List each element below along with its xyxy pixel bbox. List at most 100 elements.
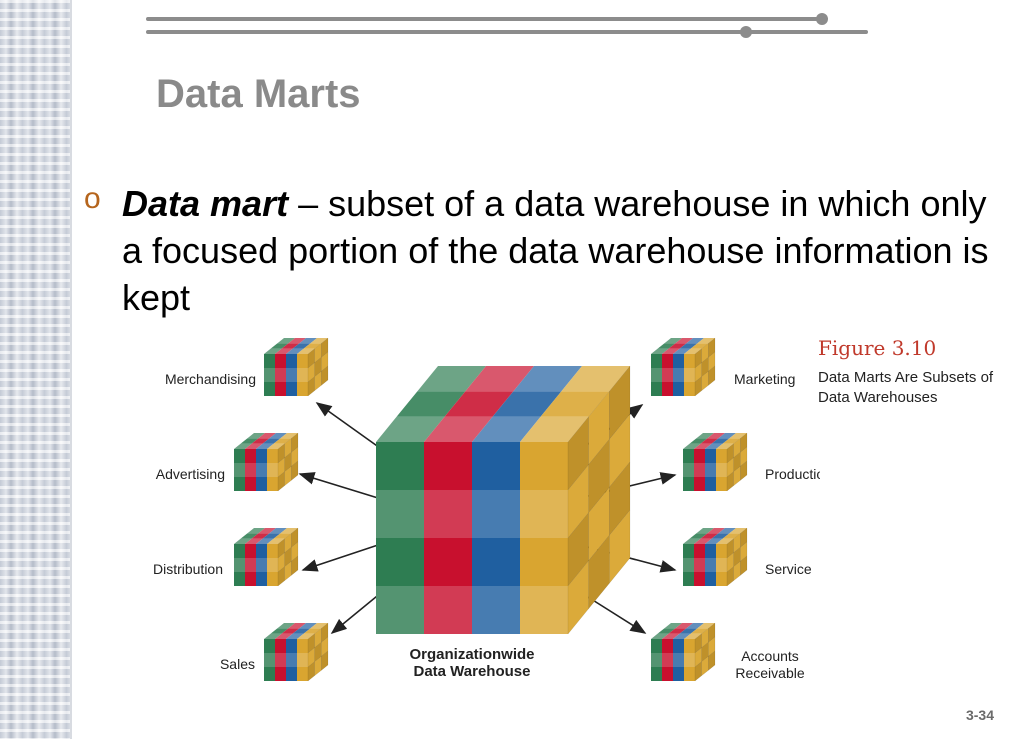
- mini-cube-sales-front-cell: [286, 667, 297, 681]
- mini-cube-merchandising-front-cell: [286, 382, 297, 396]
- mini-cube-accounts-receivable-top-cell: [679, 628, 698, 634]
- mini-cube-accounts-receivable: [651, 622, 716, 682]
- mini-cube-distribution-front-cell: [267, 558, 278, 572]
- mini-cube-distribution-front-cell: [245, 572, 256, 586]
- mini-cube-distribution-top-cell: [256, 538, 274, 544]
- mini-cube-advertising-front-cell: [267, 463, 278, 477]
- mart-label-right-3: Service: [765, 561, 812, 577]
- warehouse-label-line1: Organizationwide: [409, 646, 534, 663]
- mini-cube-advertising-front-cell: [267, 477, 278, 491]
- mini-cube-sales-front-cell: [297, 653, 308, 667]
- warehouse-cube-top-cell: [561, 366, 630, 392]
- warehouse-cube-front-cell: [472, 490, 520, 538]
- mini-cube-marketing-top-cell: [651, 348, 669, 354]
- mini-cube-merchandising: [264, 337, 329, 397]
- mini-cube-merchandising-front-cell: [286, 368, 297, 382]
- mini-cube-production-front-cell: [716, 463, 727, 477]
- mini-cube-accounts-receivable-front-cell: [662, 653, 673, 667]
- warehouse-cube-top-cell: [513, 366, 582, 392]
- mini-cube-distribution-front-cell: [256, 558, 267, 572]
- mini-cube-advertising-side-cell: [291, 460, 299, 481]
- mini-cube-distribution-top-cell: [240, 533, 259, 539]
- mini-cube-marketing-top-cell: [675, 338, 693, 344]
- mart-label-left-2: Advertising: [156, 466, 225, 482]
- mini-cube-distribution-front-cell: [245, 544, 256, 558]
- mini-cube-distribution-front-cell: [267, 544, 278, 558]
- warehouse-cube-front-cell: [520, 586, 568, 634]
- arrow-sales: [330, 591, 383, 635]
- mini-cube-marketing-top-cell: [679, 343, 698, 349]
- mini-cube-marketing-front-cell: [651, 382, 662, 396]
- mini-cube-service-top-cell: [722, 533, 741, 539]
- mini-cube-distribution-top-cell: [234, 538, 252, 544]
- mart-label-right-4a: Accounts: [741, 648, 799, 664]
- mini-cube-marketing-front-cell: [651, 368, 662, 382]
- warehouse-label-line2: Data Warehouse: [414, 663, 531, 680]
- mini-cube-production-top-cell: [711, 438, 730, 444]
- mini-cube-service-front-cell: [683, 544, 694, 558]
- mini-cube-service-front-cell: [716, 544, 727, 558]
- mini-cube-service-front-cell: [716, 572, 727, 586]
- mart-label-left-3: Distribution: [153, 561, 223, 577]
- mini-cube-production-front-cell: [705, 449, 716, 463]
- mini-cube-advertising-front-cell: [256, 477, 267, 491]
- mini-cube-sales-front-cell: [264, 639, 275, 653]
- arrow-advertising: [298, 472, 379, 499]
- mini-cube-production-top-cell: [722, 438, 741, 444]
- mini-cube-service-top-cell: [694, 538, 712, 544]
- mini-cube-accounts-receivable-top-cell: [662, 633, 680, 639]
- warehouse-cube-top-cell: [520, 416, 589, 442]
- mini-cube-production-top-cell: [718, 433, 736, 439]
- mini-cube-advertising-front-cell: [245, 463, 256, 477]
- mini-cube-advertising-top-cell: [273, 438, 292, 444]
- top-rule-upper: [146, 17, 826, 21]
- mini-cube-advertising-front-cell: [245, 477, 256, 491]
- mini-cube-advertising-top-cell: [262, 438, 281, 444]
- mini-cube-accounts-receivable-front-cell: [673, 667, 684, 681]
- mini-cube-production-front-cell: [716, 477, 727, 491]
- mini-cube-distribution-top-cell: [262, 533, 281, 539]
- mini-cube-advertising: [234, 432, 299, 492]
- mini-cube-service-front-cell: [683, 572, 694, 586]
- warehouse-cube-front-cell: [424, 538, 472, 586]
- mini-cube-sales-top-cell: [281, 628, 300, 634]
- mini-cube-merchandising-front-cell: [264, 382, 275, 396]
- mini-cube-advertising-top-cell: [245, 443, 263, 449]
- warehouse-cube-top-cell: [424, 416, 493, 442]
- mini-cube-marketing-front-cell: [662, 382, 673, 396]
- mini-cube-sales-front-cell: [286, 639, 297, 653]
- warehouse-cube-front-cell: [472, 586, 520, 634]
- mini-cube-marketing-front-cell: [684, 354, 695, 368]
- mart-labels-group: Merchandising Advertising Distribution S…: [153, 371, 820, 681]
- arrow-merchandising: [315, 402, 381, 449]
- mini-cube-sales-front-cell: [275, 639, 286, 653]
- mini-cube-merchandising-front-cell: [275, 368, 286, 382]
- mini-cube-service-top-cell: [683, 538, 701, 544]
- warehouse-cube-front-cell: [520, 442, 568, 490]
- mini-cube-production-front-cell: [694, 463, 705, 477]
- mini-cube-distribution-front-cell: [234, 544, 245, 558]
- mini-cube-sales-front-cell: [264, 667, 275, 681]
- mini-cube-production-top-cell: [683, 443, 701, 449]
- mini-cube-sales-top-cell: [275, 633, 293, 639]
- mini-cube-sales-top-cell: [277, 623, 295, 629]
- mini-cube-accounts-receivable-front-cell: [684, 639, 695, 653]
- mart-label-right-4b: Receivable: [735, 665, 804, 681]
- mini-cube-accounts-receivable-top-cell: [690, 628, 709, 634]
- mini-cube-service-top-cell: [718, 528, 736, 534]
- mini-cube-marketing-top-cell: [686, 338, 704, 344]
- mini-cube-advertising-front-cell: [234, 477, 245, 491]
- mini-cube-production-front-cell: [683, 463, 694, 477]
- mini-cube-production-side-cell: [740, 460, 748, 481]
- mini-cube-merchandising-front-cell: [297, 382, 308, 396]
- warehouse-cube-top-cell: [465, 366, 534, 392]
- mini-cube-merchandising-front-cell: [297, 354, 308, 368]
- mini-cube-marketing-front-cell: [662, 368, 673, 382]
- mini-cube-merchandising-top-cell: [303, 343, 322, 349]
- mini-cube-service-top-cell: [689, 533, 708, 539]
- mini-cube-advertising-front-cell: [267, 449, 278, 463]
- mini-cube-sales-front-cell: [264, 653, 275, 667]
- mini-cube-marketing: [651, 337, 716, 397]
- mini-cube-service-front-cell: [694, 558, 705, 572]
- warehouse-cube-top-cell: [472, 416, 541, 442]
